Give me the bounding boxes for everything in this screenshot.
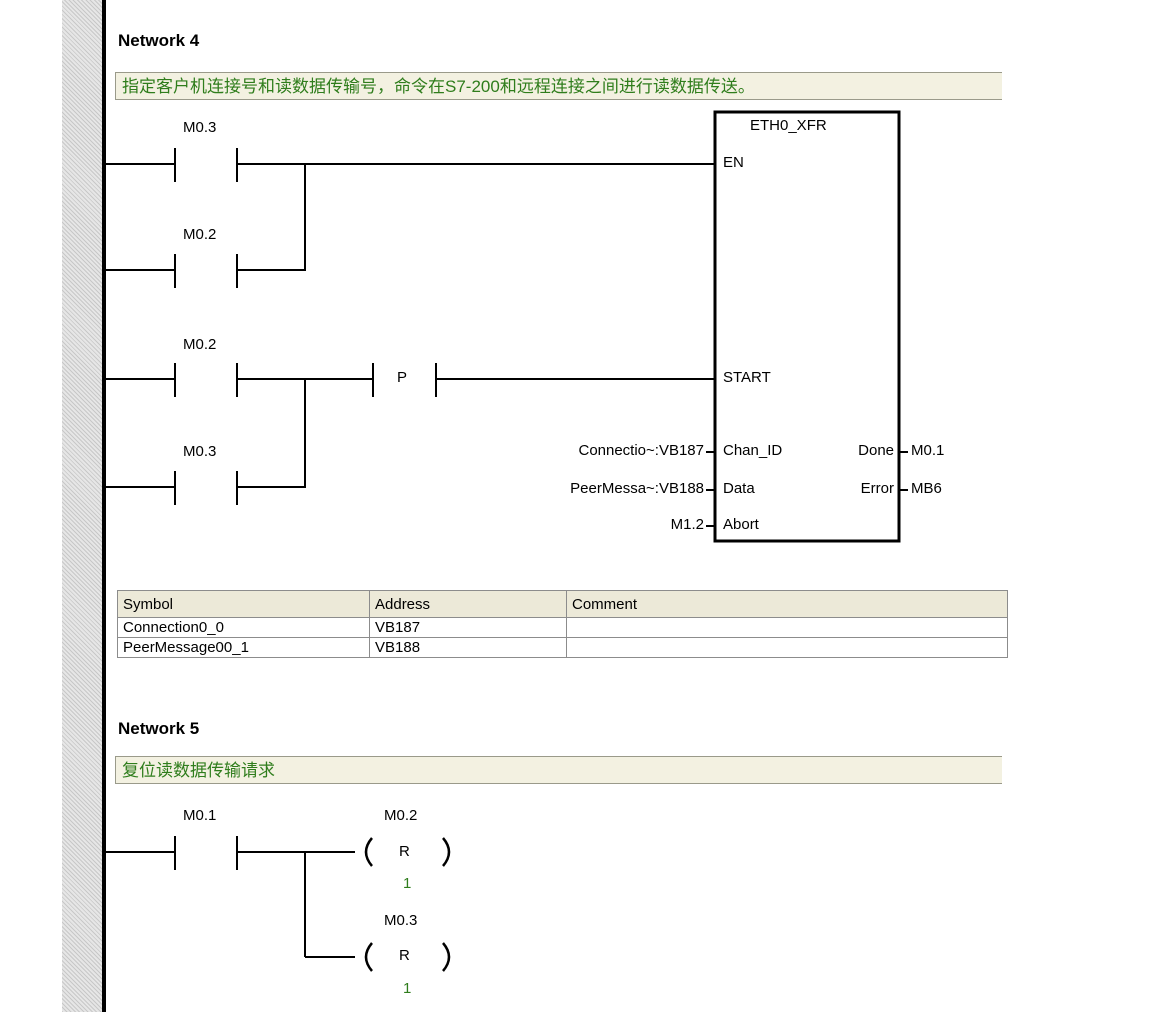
block-name[interactable]: ETH0_XFR <box>750 117 827 134</box>
block-output-error: Error <box>860 480 894 497</box>
network-5-title[interactable]: Network 5 <box>118 719 200 738</box>
comment-cell[interactable] <box>566 617 1008 638</box>
coil-count[interactable]: 1 <box>403 980 412 997</box>
contact-label[interactable]: M0.2 <box>183 336 217 353</box>
operand-done[interactable]: M0.1 <box>911 442 945 459</box>
positive-edge-label[interactable]: P <box>397 369 408 386</box>
contact-label[interactable]: M0.1 <box>183 807 217 824</box>
symbol-table: Symbol Address Comment Connection0_0 VB1… <box>117 590 1008 658</box>
block-input-en: EN <box>723 154 744 171</box>
contact-label[interactable]: M0.2 <box>183 226 217 243</box>
block-input-chan-id: Chan_ID <box>723 442 783 459</box>
operand-abort[interactable]: M1.2 <box>670 516 704 533</box>
block-input-abort: Abort <box>723 516 759 533</box>
address-cell[interactable]: VB188 <box>369 637 567 658</box>
network-5-comment[interactable]: 复位读数据传输请求 <box>115 756 1002 784</box>
block-input-data: Data <box>723 480 755 497</box>
coil-type: R <box>399 947 410 964</box>
column-header-symbol[interactable]: Symbol <box>117 590 370 618</box>
coil-type: R <box>399 843 410 860</box>
symbol-cell[interactable]: Connection0_0 <box>117 617 370 638</box>
coil-operand[interactable]: M0.3 <box>384 912 418 929</box>
table-row[interactable]: Connection0_0 VB187 <box>117 617 1008 638</box>
contact-label[interactable]: M0.3 <box>183 443 217 460</box>
block-input-start: START <box>723 369 771 386</box>
coil-operand[interactable]: M0.2 <box>384 807 418 824</box>
operand-data[interactable]: PeerMessa~:VB188 <box>570 480 704 497</box>
symbol-cell[interactable]: PeerMessage00_1 <box>117 637 370 658</box>
table-row[interactable]: PeerMessage00_1 VB188 <box>117 637 1008 658</box>
network-4-comment[interactable]: 指定客户机连接号和读数据传输号，命令在S7-200和远程连接之间进行读数据传送。 <box>115 72 1002 100</box>
operand-error[interactable]: MB6 <box>911 480 942 497</box>
table-header-row: Symbol Address Comment <box>117 590 1008 618</box>
block-output-done: Done <box>858 442 894 459</box>
editor-gutter <box>62 0 102 1012</box>
coil-count[interactable]: 1 <box>403 875 412 892</box>
network-4-title[interactable]: Network 4 <box>118 31 200 50</box>
left-power-rail <box>102 0 106 1012</box>
comment-cell[interactable] <box>566 637 1008 658</box>
column-header-comment[interactable]: Comment <box>566 590 1008 618</box>
column-header-address[interactable]: Address <box>369 590 567 618</box>
contact-label[interactable]: M0.3 <box>183 119 217 136</box>
operand-chan-id[interactable]: Connectio~:VB187 <box>578 442 704 459</box>
address-cell[interactable]: VB187 <box>369 617 567 638</box>
